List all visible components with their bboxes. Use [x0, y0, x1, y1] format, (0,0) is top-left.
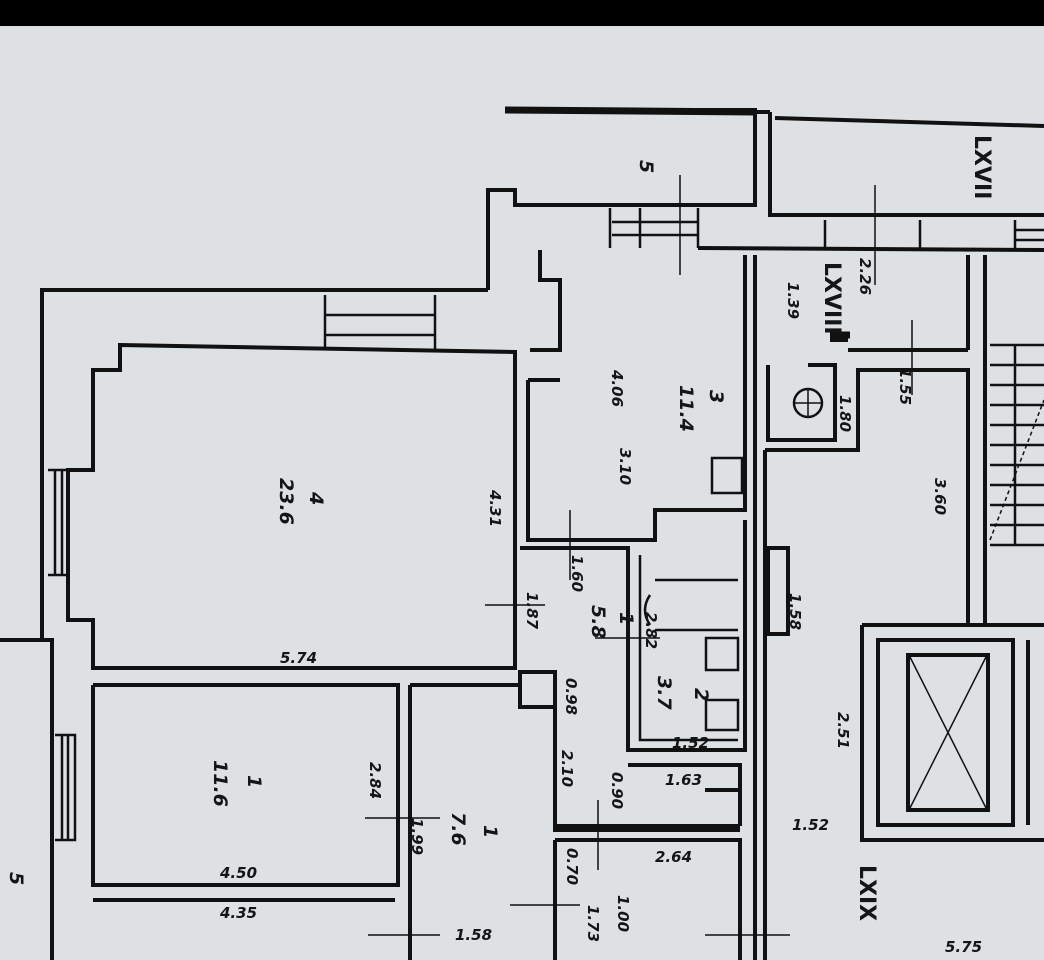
dim-label: 1.63 — [665, 771, 702, 789]
room-area-hall: 5.8 — [587, 605, 609, 639]
dim-label: 3.10 — [616, 448, 634, 485]
label-balcony-left: 5 — [5, 872, 27, 885]
dim-label: 2.64 — [655, 848, 692, 866]
dim-label: 4.31 — [486, 489, 504, 527]
dim-label: 2.10 — [558, 750, 576, 787]
dim-label: 1.58 — [455, 926, 492, 944]
dim-label: 2.26 — [856, 258, 874, 295]
room-number-bedroom: 1 — [243, 775, 265, 788]
dim-label: 1.55 — [896, 368, 914, 405]
label-section-lxix: LXIX — [854, 865, 879, 921]
room-area-small-room: 7.6 — [447, 812, 469, 846]
room-number-hall: 1 — [615, 612, 637, 625]
dim-label: 4.06 — [608, 369, 626, 407]
dim-label: 0.70 — [563, 848, 581, 885]
dim-label: 1.60 — [568, 555, 586, 592]
room-number-kitchen: 3 — [705, 390, 727, 403]
label-section-lxvii: LXVII — [969, 135, 994, 199]
dim-label: 1.58 — [786, 593, 804, 630]
dim-label: 1.00 — [614, 895, 632, 932]
dim-label: 4.35 — [219, 904, 257, 922]
dim-label: 1.99 — [408, 818, 426, 855]
room-area-bedroom: 11.6 — [209, 760, 231, 807]
dim-label: 1.52 — [792, 816, 829, 834]
room-number-living: 4 — [305, 491, 327, 505]
label-section-lxviii: LXVIII — [819, 262, 844, 335]
dim-label: 2.84 — [366, 762, 384, 799]
dimension-labels: 5 5 LXVII LXVIII LXIX 2.26 1.39 11.4 3 4… — [5, 135, 994, 956]
dim-label: 1.39 — [784, 282, 802, 319]
dim-label: 0.90 — [608, 772, 626, 809]
room-number-small-room: 1 — [479, 825, 501, 838]
walls — [0, 106, 1044, 960]
dim-label: 5.75 — [945, 938, 982, 956]
dim-label: 2.51 — [834, 712, 852, 749]
paper-background — [0, 26, 1044, 960]
room-area-kitchen: 11.4 — [675, 385, 697, 432]
dim-label: 3.60 — [931, 478, 949, 515]
dim-label: 4.50 — [219, 864, 257, 882]
label-balcony-top: 5 — [635, 160, 657, 173]
dim-label: 1.73 — [584, 905, 602, 942]
dim-label: 5.74 — [280, 649, 317, 667]
dim-label: 2.82 — [642, 612, 660, 649]
room-number-bath: 2 — [690, 688, 712, 701]
room-area-bath: 3.7 — [653, 676, 675, 710]
dim-label: 1.87 — [523, 592, 541, 630]
dim-label: 0.98 — [562, 678, 580, 715]
dim-label: 1.80 — [836, 395, 854, 432]
room-area-living: 23.6 — [275, 478, 297, 525]
dim-label: 1.52 — [672, 734, 709, 752]
